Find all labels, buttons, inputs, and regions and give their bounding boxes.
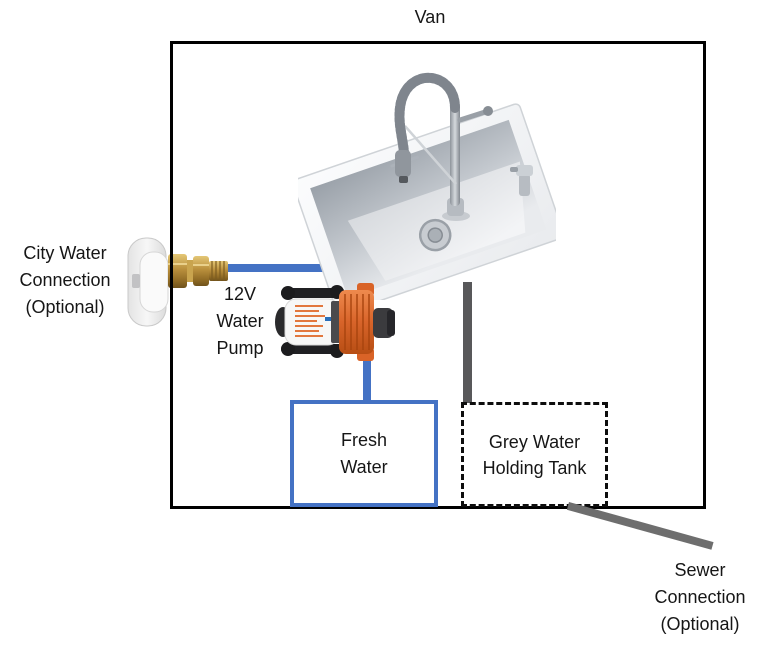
grey-water-label-line2: Holding Tank (482, 457, 587, 478)
pump-label-line2: Water (216, 311, 264, 331)
grey-water-label-line1: Grey Water (488, 431, 581, 452)
fresh-water-label-line2: Water (340, 456, 388, 477)
sewer-drain-pipe (566, 502, 714, 550)
city-water-connection-label: City Water Connection (Optional) (2, 240, 128, 321)
grey-water-tank-box: Grey Water Holding Tank (461, 402, 608, 507)
water-pump-icon (275, 283, 395, 361)
van-outline-box (170, 41, 706, 509)
pump-label-line3: Pump (216, 338, 264, 358)
pump-mount-rail-top (281, 288, 345, 298)
kitchen-sink-icon (298, 72, 556, 300)
city-water-line3: (Optional) (25, 297, 105, 317)
pump-label-line1: 12V (223, 284, 257, 304)
city-water-line2: Connection (19, 270, 111, 290)
inlet-slot (132, 274, 140, 288)
inlet-flange-cap (139, 251, 169, 313)
fresh-water-label-line1: Fresh (340, 429, 387, 450)
soap-dispenser-icon (510, 165, 533, 196)
sewer-line2: Connection (654, 587, 746, 607)
van-title-text: Van (414, 7, 446, 27)
city-water-supply-pipe (222, 264, 368, 272)
sewer-line3: (Optional) (660, 614, 740, 634)
pump-label: 12V Water Pump (186, 281, 294, 362)
pump-mount-rail-bottom (281, 344, 345, 354)
faucet-handle (457, 109, 488, 123)
sewer-connection-label: Sewer Connection (Optional) (632, 557, 768, 638)
fresh-water-tank-box: Fresh Water (290, 400, 438, 507)
sink-drain-icon (418, 218, 452, 252)
sink-drain-pipe (463, 282, 472, 403)
sink-basin (298, 103, 556, 300)
city-water-line1: City Water (23, 243, 107, 263)
spray-head (395, 150, 411, 177)
pump-label-text-lines (295, 305, 325, 337)
sewer-line1: Sewer (674, 560, 726, 580)
diagram-title: Van (170, 4, 690, 31)
faucet-icon (394, 72, 493, 221)
